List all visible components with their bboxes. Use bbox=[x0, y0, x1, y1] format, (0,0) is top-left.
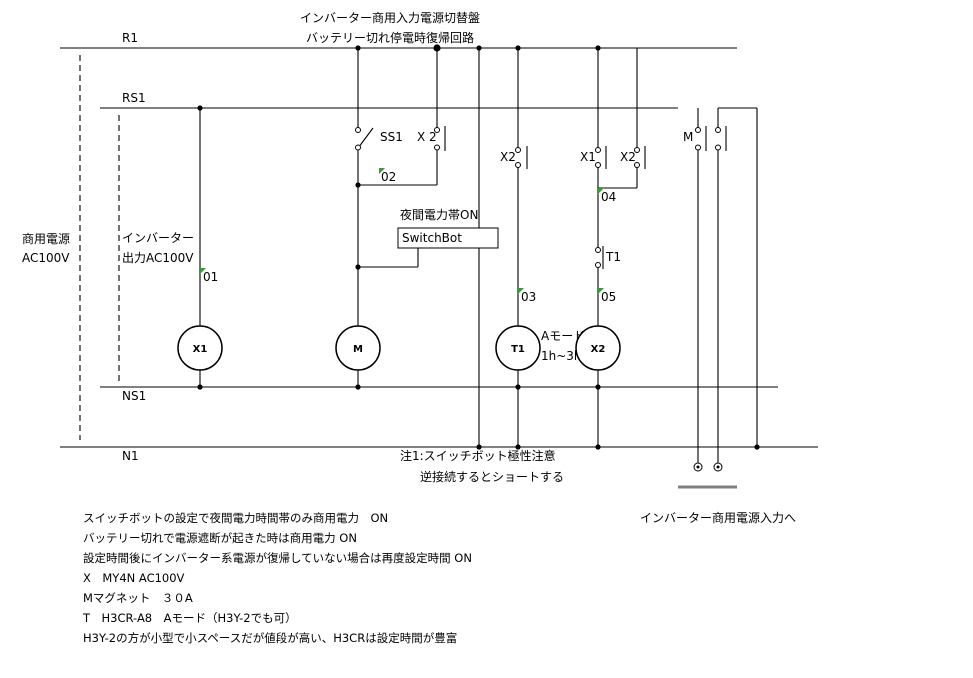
junction-dot bbox=[476, 444, 482, 450]
coil-x2-label: X2 bbox=[591, 344, 606, 355]
x1-x2-contact-label: X1 bbox=[580, 150, 596, 164]
note-line: スイッチボットの設定で夜間電力時間帯のみ商用電力 ON bbox=[83, 511, 388, 525]
rung-x1: 01 X1 bbox=[177, 108, 223, 387]
m-pole1-top-terminal bbox=[695, 127, 701, 133]
commercial-source-voltage: AC100V bbox=[22, 251, 70, 265]
ss1-bottom-terminal bbox=[355, 144, 361, 151]
wire-number-03: 03 bbox=[521, 290, 536, 304]
note-line: Mマグネット ３０A bbox=[83, 591, 193, 605]
note-line: X MY4N AC100V bbox=[83, 571, 185, 585]
junction-dot bbox=[754, 444, 760, 450]
inverter-source-label: インバーター bbox=[122, 231, 194, 245]
title-line-1: インバーター商用入力電源切替盤 bbox=[300, 10, 480, 25]
polarity-note-line-2: 逆接続するとショートする bbox=[420, 469, 564, 484]
rung-x2: X1 X2 04 T1 05 X2 bbox=[575, 48, 646, 447]
wire-02-marker bbox=[379, 168, 385, 174]
m-pole1-bottom-terminal bbox=[695, 144, 701, 151]
junction-dot bbox=[595, 384, 601, 390]
x2-t1-contact-top-terminal bbox=[515, 147, 521, 153]
output-label: インバーター商用電源入力へ bbox=[640, 510, 796, 525]
switchbot-caption: 夜間電力帯ON bbox=[400, 207, 478, 222]
m-pole2-top-terminal bbox=[715, 127, 721, 133]
x2-t1-contact-label: X2 bbox=[500, 150, 516, 164]
junction-dot bbox=[595, 45, 601, 51]
junction-dot bbox=[433, 44, 441, 52]
junction-dot bbox=[476, 45, 482, 51]
x2-x2-contact-top-terminal bbox=[634, 147, 640, 153]
m-output-contacts: M インバーター商用電源入力へ bbox=[640, 107, 796, 525]
junction-dot bbox=[595, 444, 601, 450]
wire-number-01: 01 bbox=[203, 270, 218, 284]
output-terminal-1-center bbox=[696, 465, 700, 469]
x1-x2-contact-bottom-terminal bbox=[595, 162, 601, 168]
bus-ns1-label: NS1 bbox=[122, 389, 146, 403]
notes-block: スイッチボットの設定で夜間電力時間帯のみ商用電力 ON バッテリー切れで電源遮断… bbox=[82, 511, 472, 645]
rung-t1: X2 03 T1 Aモード 1h~3h bbox=[495, 48, 585, 447]
note-line: バッテリー切れで電源遮断が起きた時は商用電力 ON bbox=[83, 531, 357, 545]
t1-contact-bottom-terminal bbox=[595, 262, 601, 268]
coil-m bbox=[335, 325, 381, 371]
coil-t1-label: T1 bbox=[511, 344, 525, 355]
junction-dot bbox=[197, 384, 203, 390]
junction-dot bbox=[197, 105, 203, 111]
title-line-2: バッテリー切れ停電時復帰回路 bbox=[306, 30, 474, 45]
note-line: T H3CR-A8 Aモード（H3Y-2でも可） bbox=[82, 611, 297, 625]
timer-mode-label: Aモード bbox=[541, 329, 585, 343]
t1-contact-label: T1 bbox=[605, 250, 621, 264]
x2-x2-contact-label: X2 bbox=[620, 150, 636, 164]
rung-m: SS1 X 2 02 M bbox=[335, 48, 446, 387]
note-line: H3Y-2の方が小型で小スペースだが値段が高い、H3CRは設定時間が豊富 bbox=[83, 631, 457, 645]
m-pole2-bottom-terminal bbox=[715, 144, 721, 151]
wire-number-02: 02 bbox=[381, 170, 396, 184]
coil-x1-label: X1 bbox=[193, 344, 208, 355]
x2-m-contact-label: X 2 bbox=[417, 130, 437, 144]
junction-dot bbox=[355, 384, 361, 390]
junction-dot bbox=[515, 444, 521, 450]
wire-01-marker bbox=[200, 268, 206, 274]
polarity-note: 注1:スイッチボット極性注意 逆接続するとショートする bbox=[400, 448, 564, 484]
ss1-top-terminal bbox=[355, 127, 361, 133]
bus-n1-label: N1 bbox=[122, 449, 139, 463]
junction-dot bbox=[355, 45, 361, 51]
x1-x2-contact-top-terminal bbox=[595, 147, 601, 153]
junction-dot bbox=[515, 384, 521, 390]
bus-r1-label: R1 bbox=[122, 31, 138, 45]
wire-05-marker bbox=[598, 288, 604, 294]
x2-m-contact-bottom-terminal bbox=[434, 144, 440, 151]
timer-range-label: 1h~3h bbox=[541, 349, 582, 363]
x2-t1-contact-bottom-terminal bbox=[515, 162, 521, 168]
junction-dots bbox=[197, 44, 760, 450]
bus-rs1-label: RS1 bbox=[122, 91, 146, 105]
inverter-source-voltage: 出力AC100V bbox=[122, 251, 194, 265]
wire-number-05: 05 bbox=[601, 290, 616, 304]
note-line: 設定時間後にインバーター系電源が復帰していない場合は再度設定時間 ON bbox=[83, 551, 472, 565]
wire-number-04: 04 bbox=[601, 190, 616, 204]
x2-m-contact-top-terminal bbox=[434, 127, 440, 133]
wire-04-marker bbox=[598, 188, 604, 194]
output-terminal-2-center bbox=[716, 465, 720, 469]
polarity-note-line-1: 注1:スイッチボット極性注意 bbox=[400, 448, 556, 463]
junction-dot bbox=[515, 45, 521, 51]
title-block: インバーター商用入力電源切替盤 バッテリー切れ停電時復帰回路 bbox=[300, 10, 480, 45]
ss1-switch-lever bbox=[359, 127, 374, 146]
switchbot-label: SwitchBot bbox=[402, 231, 462, 245]
t1-contact-top-terminal bbox=[595, 247, 601, 253]
switchbot-box bbox=[397, 227, 499, 249]
m-contact-label: M bbox=[683, 130, 693, 144]
source-brackets: 商用電源 AC100V インバーター 出力AC100V bbox=[22, 55, 194, 440]
commercial-source-label: 商用電源 bbox=[22, 231, 70, 246]
junction-dot bbox=[355, 182, 361, 188]
coil-m-label: M bbox=[353, 344, 363, 355]
ss1-label: SS1 bbox=[380, 130, 403, 144]
wire-03-marker bbox=[518, 288, 524, 294]
junction-dot bbox=[355, 264, 361, 270]
power-buses: R1 RS1 NS1 N1 bbox=[60, 31, 818, 463]
switchbot-device: SwitchBot 夜間電力帯ON bbox=[397, 48, 499, 447]
coil-x1 bbox=[177, 325, 223, 371]
